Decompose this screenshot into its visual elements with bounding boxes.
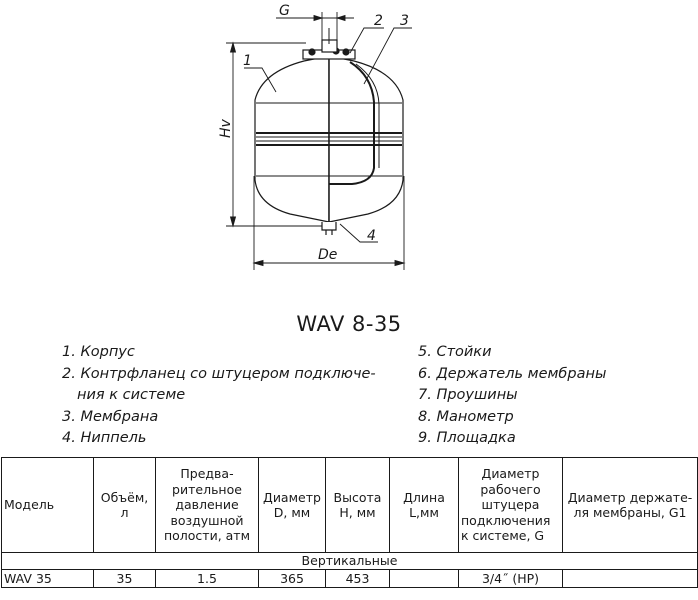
tank-body <box>254 28 404 235</box>
legend-item: 8. Манометр <box>418 408 514 425</box>
legend-item: 3. Мембрана <box>62 408 159 425</box>
g-dimension <box>276 12 354 48</box>
legend-item-continuation: ния к системе <box>77 387 186 403</box>
cell-volume: 35 <box>93 569 156 588</box>
callout-2: 2 <box>374 13 383 29</box>
cell-length <box>389 569 459 588</box>
callout-3: 3 <box>400 13 409 29</box>
legend-item: 4. Ниппель <box>62 430 147 446</box>
de-dimension <box>252 176 406 270</box>
legend-item: 9. Площадка <box>418 430 516 446</box>
cell-model: WAV 35 <box>1 569 94 588</box>
header-model: Модель <box>1 457 94 553</box>
legend-item: 1. Корпус <box>62 344 135 360</box>
legend-item: 7. Проушины <box>418 387 518 403</box>
g-label: G <box>279 3 290 19</box>
group-label: Вертикальные <box>1 552 698 570</box>
table-group-row: Вертикальные <box>1 552 698 570</box>
legend-item: 5. Стойки <box>418 344 492 360</box>
cell-height: 453 <box>325 569 390 588</box>
header-volume: Объём,л <box>93 457 156 553</box>
hv-dimension <box>226 41 326 228</box>
de-label: De <box>318 247 337 263</box>
tank-technical-drawing: Hv De G <box>218 3 412 270</box>
header-holder: Диаметр держате-ля мембраны, G1 <box>562 457 698 553</box>
legend-item: 6. Держатель мембраны <box>418 365 607 382</box>
parts-legend-right: 5. Стойки 6. Держатель мембраны 7. Проуш… <box>418 342 606 450</box>
callout-4: 4 <box>367 228 376 244</box>
callout-1: 1 <box>243 53 252 69</box>
cell-connection: 3/4˝ (НР) <box>458 569 563 588</box>
parts-legend-left: 1. Корпус 2. Контрфланец со штуцером под… <box>62 342 376 450</box>
product-title: WAV 8-35 <box>296 312 402 336</box>
cell-pressure: 1.5 <box>155 569 259 588</box>
leader-lines <box>244 27 412 243</box>
hv-label: Hv <box>218 118 234 138</box>
table-row: WAV 35 35 1.5 365 453 3/4˝ (НР) <box>1 569 698 588</box>
legend-item: 2. Контрфланец со штуцером подключе- <box>62 365 376 382</box>
cell-diameter: 365 <box>258 569 326 588</box>
cell-holder <box>562 569 698 588</box>
